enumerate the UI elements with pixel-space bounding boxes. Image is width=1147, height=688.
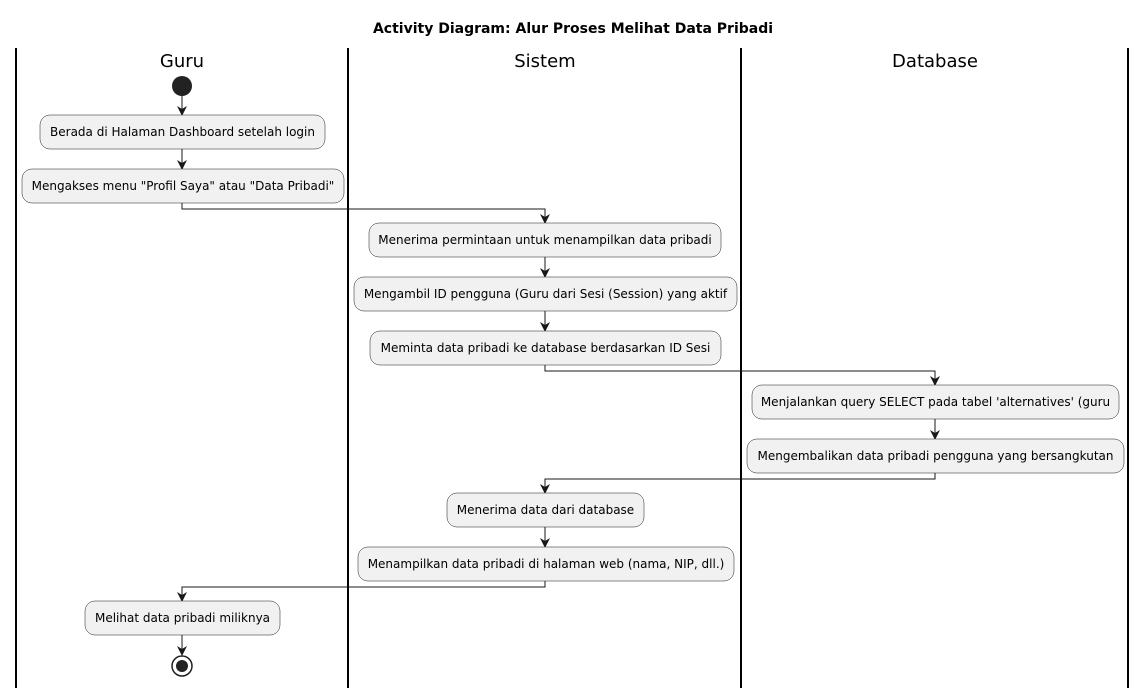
- activity-label: Mengakses menu "Profil Saya" atau "Data …: [32, 179, 335, 193]
- activity-label: Menerima data dari database: [457, 503, 634, 517]
- activity-label: Meminta data pribadi ke database berdasa…: [381, 341, 711, 355]
- flow-arrow: [181, 203, 550, 224]
- activity-label: Menerima permintaan untuk menampilkan da…: [378, 233, 712, 247]
- flow-arrow: [544, 365, 940, 386]
- activity-label: Melihat data pribadi miliknya: [95, 611, 270, 625]
- activity-label: Mengambil ID pengguna (Guru dari Sesi (S…: [364, 287, 728, 301]
- activity-mengambil-id-pengguna: Mengambil ID pengguna (Guru dari Sesi (S…: [353, 276, 738, 312]
- lane-title-database: Database: [892, 51, 978, 72]
- flow-arrow: [540, 473, 936, 494]
- activity-meminta-data-pribadi: Meminta data pribadi ke database berdasa…: [369, 330, 722, 366]
- activity-berada-di-dashboard: Berada di Halaman Dashboard setelah logi…: [39, 114, 326, 150]
- activity-label: Menjalankan query SELECT pada tabel 'alt…: [761, 395, 1110, 409]
- activity-label: Berada di Halaman Dashboard setelah logi…: [50, 125, 315, 139]
- activity-label: Mengembalikan data pribadi pengguna yang…: [758, 449, 1114, 463]
- lane-title-sistem: Sistem: [514, 51, 575, 72]
- activity-mengakses-menu-profil: Mengakses menu "Profil Saya" atau "Data …: [21, 168, 345, 204]
- activity-menerima-permintaan: Menerima permintaan untuk menampilkan da…: [368, 222, 722, 258]
- activity-menampilkan-data-pribadi: Menampilkan data pribadi di halaman web …: [357, 546, 735, 582]
- lane-title-guru: Guru: [160, 51, 204, 72]
- activity-menerima-data-database: Menerima data dari database: [446, 492, 645, 528]
- flow-arrow: [177, 581, 546, 602]
- activity-mengembalikan-data: Mengembalikan data pribadi pengguna yang…: [746, 438, 1125, 474]
- end-node: [171, 655, 193, 677]
- activity-label: Menampilkan data pribadi di halaman web …: [368, 557, 725, 571]
- diagram-title: Activity Diagram: Alur Proses Melihat Da…: [373, 21, 773, 37]
- start-node: [172, 76, 192, 96]
- activity-melihat-data-pribadi: Melihat data pribadi miliknya: [84, 600, 281, 636]
- activity-menjalankan-query: Menjalankan query SELECT pada tabel 'alt…: [751, 384, 1120, 420]
